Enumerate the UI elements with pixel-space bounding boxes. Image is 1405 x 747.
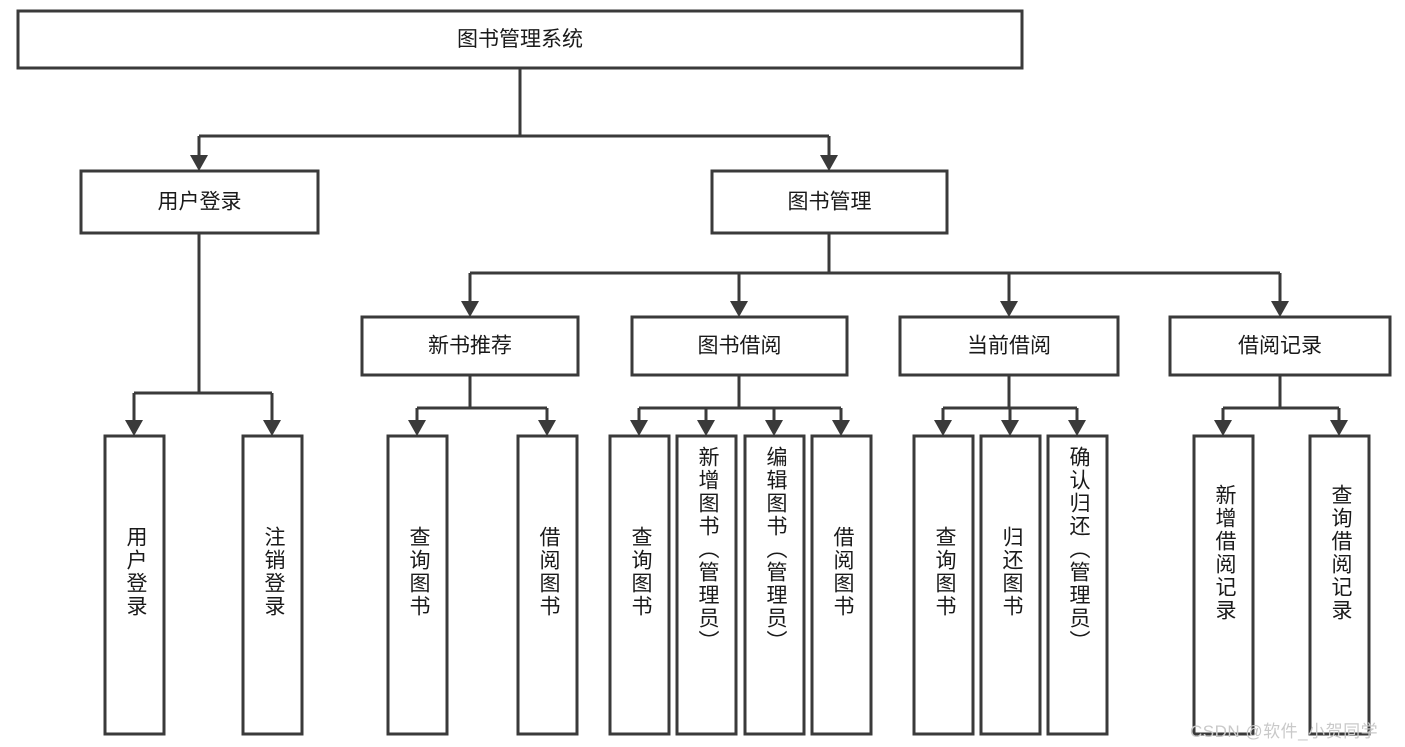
connector-arrow-icon [190,155,208,171]
leaf-node-box[interactable] [1046,434,1109,736]
node-box-layer [16,9,1392,736]
connector-arrow-icon [832,420,850,436]
leaf-node-box[interactable] [241,434,304,736]
connector-arrow-icon [1214,420,1232,436]
connector-arrow-icon [538,420,556,436]
node-box[interactable] [79,169,320,235]
connector-root-to-level2 [197,68,831,156]
leaf-node-box[interactable] [608,434,671,736]
branch-node-label: 用户登录 [158,191,242,214]
connector-layer [125,68,1348,436]
connector-arrow-icon [630,420,648,436]
branch-node-label: 借阅记录 [1238,335,1322,358]
leaf-node-box[interactable] [912,434,975,736]
branch-node-label: 图书借阅 [698,335,782,358]
connector-arrow-icon [730,301,748,317]
connector-arrow-icon [1000,301,1018,317]
connector-newbooks-to-leaves [415,375,549,421]
leaf-node-box[interactable] [743,434,806,736]
connector-arrow-icon [697,420,715,436]
connector-records-to-leaves [1221,375,1341,421]
connector-arrow-icon [461,301,479,317]
node-box[interactable] [898,315,1120,377]
leaf-node-box[interactable] [1308,434,1371,736]
branch-node-label: 图书管理 [788,191,872,214]
connector-line [197,68,831,156]
node-box[interactable] [16,9,1024,70]
root-node-label: 图书管理系统 [457,28,583,51]
connector-line [132,233,274,421]
connector-arrow-icon [1271,301,1289,317]
leaf-node-box[interactable] [810,434,873,736]
connector-current-to-leaves [941,375,1079,421]
watermark-text: CSDN @软件_小贺同学 [1190,722,1379,741]
connector-line [468,233,1282,302]
connector-arrow-icon [408,420,426,436]
connector-books-to-level3 [468,233,1282,302]
connector-arrow-icon [1068,420,1086,436]
connector-arrow-icon [1330,420,1348,436]
connector-line [415,375,549,421]
leaf-node-box[interactable] [979,434,1042,736]
connector-arrow-icon [765,420,783,436]
leaf-node-box[interactable] [516,434,579,736]
connector-line [941,375,1079,421]
connector-arrow-icon [263,420,281,436]
connector-line [637,375,843,421]
connector-arrow-icon [934,420,952,436]
connector-line [1221,375,1341,421]
leaf-node-box[interactable] [386,434,449,736]
leaf-node-box[interactable] [675,434,738,736]
branch-node-label: 当前借阅 [967,335,1051,358]
connector-arrow-icon [125,420,143,436]
node-box[interactable] [360,315,580,377]
node-box[interactable] [630,315,849,377]
connector-arrow-icon [1001,420,1019,436]
leaf-node-box[interactable] [1192,434,1255,736]
leaf-node-box[interactable] [103,434,166,736]
node-box[interactable] [1168,315,1392,377]
connector-arrow-icon [820,155,838,171]
connector-login-to-leaves [132,233,274,421]
branch-node-label: 新书推荐 [428,335,512,358]
node-box[interactable] [710,169,949,235]
connector-borrow-to-leaves [637,375,843,421]
